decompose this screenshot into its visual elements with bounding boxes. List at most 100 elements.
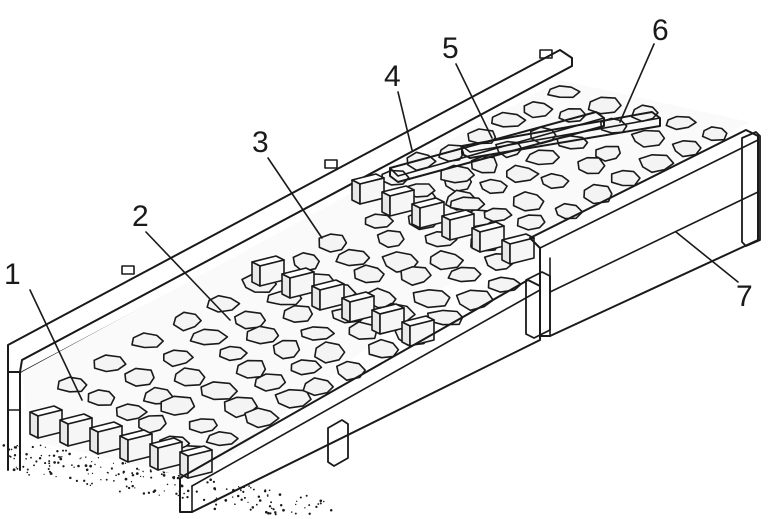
sand-grain [166, 483, 169, 486]
cobblestone [491, 111, 527, 128]
cobblestone [57, 376, 88, 393]
front-edge-stone [29, 405, 63, 439]
sand-grain [135, 467, 139, 470]
sand-grain [147, 491, 151, 494]
sand-grain [251, 506, 255, 509]
front-edge-stone [59, 413, 93, 447]
leader-lines [29, 43, 739, 401]
sand-grain [118, 490, 121, 493]
sand-grain [68, 452, 71, 456]
sand-grain [215, 503, 218, 506]
sand-grain [47, 467, 50, 471]
sand-grain [56, 450, 59, 453]
sand-grain [329, 508, 333, 512]
sand-grain [48, 460, 51, 463]
sand-grain [237, 486, 240, 488]
label-7: 7 [736, 280, 753, 313]
sand-grain [44, 462, 47, 465]
sand-base [2, 444, 333, 516]
sand-grain [2, 444, 6, 447]
sand-grain [173, 477, 175, 480]
sand-grain [59, 457, 63, 461]
cobblestone [516, 214, 546, 231]
front-edge-stone [89, 421, 123, 455]
sand-grain [131, 472, 134, 475]
sand-grain [269, 512, 272, 515]
step-stone [281, 267, 315, 299]
sand-grain [69, 476, 72, 480]
cobblestone [189, 328, 229, 346]
label-4: 4 [384, 60, 401, 93]
cobblestone [665, 115, 697, 131]
step-stone [371, 303, 405, 335]
sand-grain [85, 468, 89, 472]
sand-grain [125, 485, 128, 488]
sand-grain [206, 481, 209, 484]
cobblestone [290, 359, 323, 376]
sand-grain [266, 494, 269, 496]
sand-grain [249, 508, 252, 511]
sand-grain [270, 507, 273, 510]
step-stone [401, 315, 435, 347]
sand-grain [240, 489, 242, 492]
sand-grain [122, 472, 125, 474]
sand-grain [268, 489, 271, 492]
cobblestone [364, 213, 394, 229]
sand-grain [234, 503, 236, 506]
sand-grain [299, 496, 302, 499]
cobblestone [205, 431, 239, 447]
sand-grain [315, 505, 318, 509]
sand-grain [131, 484, 134, 488]
sand-grain [12, 468, 16, 472]
sand-grain [87, 473, 89, 475]
sand-grain [181, 485, 184, 488]
sand-grain [38, 457, 42, 460]
sand-grain [175, 492, 178, 495]
front-edge-stone [119, 429, 153, 463]
sand-grain [214, 488, 217, 491]
sand-grain [243, 496, 246, 499]
sand-grain [65, 449, 67, 452]
sand-grain [267, 495, 269, 498]
sand-grain [163, 490, 165, 492]
cobblestone [487, 276, 522, 293]
step-stone [501, 233, 535, 265]
sand-grain [106, 471, 109, 474]
sand-grain [100, 466, 102, 468]
front-board-lower [179, 271, 551, 513]
label-2: 2 [132, 200, 149, 233]
sand-grain [97, 457, 100, 459]
sand-grain [121, 461, 125, 465]
sand-grain [135, 472, 139, 475]
cobblestone [318, 233, 348, 253]
cobblestone [138, 414, 167, 434]
cobblestone [292, 252, 320, 273]
cobblestone [245, 325, 280, 345]
sand-grain [15, 446, 18, 448]
cobblestone [400, 266, 432, 286]
cobblestone [93, 354, 127, 373]
sand-grain [186, 495, 189, 499]
cobblestone [449, 196, 486, 211]
sand-grain [294, 512, 297, 515]
step-stone [411, 197, 445, 229]
sand-grain [264, 489, 267, 492]
sand-grain [279, 503, 283, 507]
step-stone [251, 255, 285, 287]
sand-grain [33, 464, 35, 467]
cobblestone [630, 129, 666, 148]
sand-grain [84, 464, 88, 467]
sand-grain [153, 489, 157, 492]
sand-grain [112, 462, 115, 464]
sand-grain [53, 461, 56, 464]
sand-grain [16, 467, 19, 470]
cobblestone [302, 377, 334, 397]
sand-grain [71, 464, 73, 466]
sand-grain [100, 479, 102, 481]
sand-grain [94, 463, 96, 466]
sand-grain [85, 456, 87, 458]
sand-grain [139, 475, 142, 478]
sand-grain [252, 488, 255, 491]
cobblestone [583, 183, 613, 205]
cobblestone [336, 360, 366, 381]
